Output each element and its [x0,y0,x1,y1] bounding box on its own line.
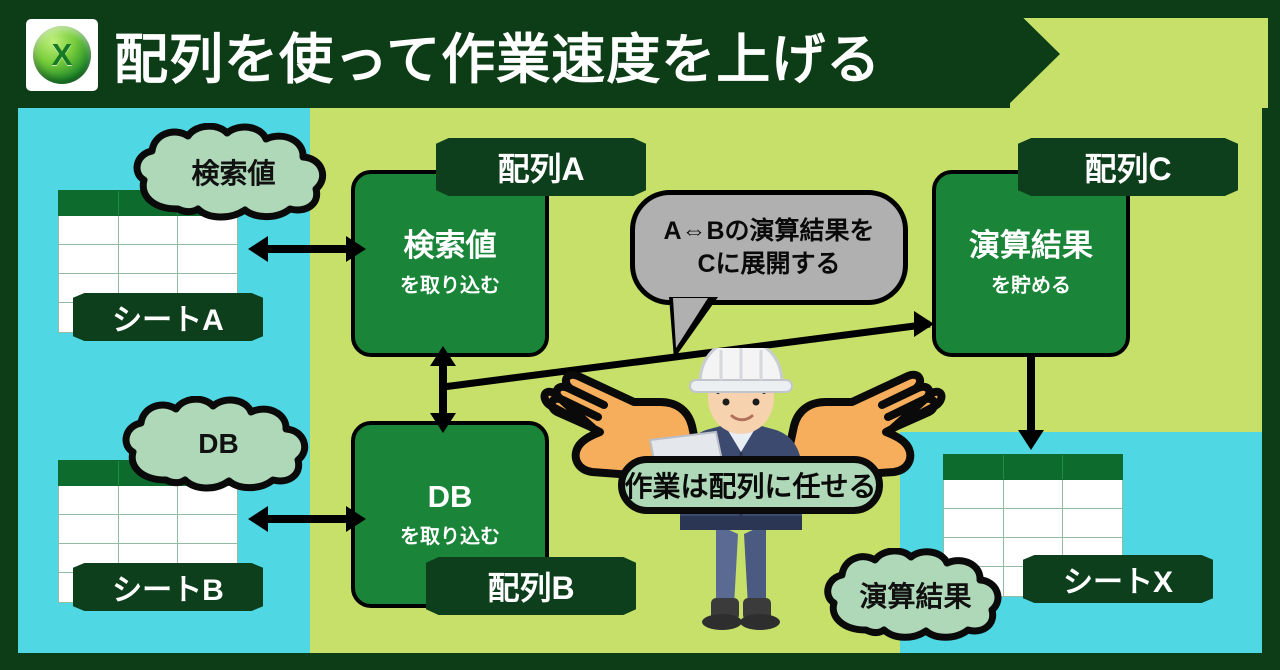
cloud-db: DB [116,395,321,492]
array-b-label: 配列B [426,557,636,615]
worker-legs [702,524,780,630]
bubble-operation: A⇔Bの演算結果を Cに展開する [630,190,908,359]
diagram-canvas: シートA 検索値 DB シートB [18,108,1262,653]
array-b-subtitle: を取り込む [400,525,500,548]
bubble-operation-line2: Cに展開する [697,249,841,278]
header-accent-wedge [1010,18,1268,108]
cloud-search-value: 検索値 [126,122,341,221]
sheet-x-header-row [943,454,1123,480]
bubble-delegate: 作業は配列に任せる [618,456,883,514]
pointing-hand-right-icon [783,370,946,482]
array-c-subtitle: を貯める [991,274,1071,297]
cloud-result: 演算結果 [818,547,1013,642]
cloud-search-value-label: 検索値 [191,158,276,189]
sheet-a-label: シートA [73,293,263,341]
worker-illustration [540,348,946,630]
header-banner [0,0,1060,108]
array-c-box: 演算結果 を貯める [932,170,1130,357]
excel-logo: X [26,19,98,91]
array-a-title: 検索値 [403,228,497,264]
bubble-operation-line1: A⇔Bの演算結果を [663,217,875,245]
sheet-x-label: シートX [1023,555,1213,603]
array-a-box: 検索値 を取り込む [351,170,549,357]
cloud-shape-icon [122,395,309,492]
array-a-subtitle: を取り込む [400,274,500,297]
cloud-shape-icon [824,547,1002,641]
header: X 配列を使って作業速度を上げる [0,0,1280,108]
sheet-b-label: シートB [73,563,263,611]
cloud-result-label: 演算結果 [859,581,972,612]
hard-hat-icon [689,348,793,393]
cloud-shape-icon [133,122,327,221]
array-a-label: 配列A [436,138,646,196]
array-c-title: 演算結果 [969,228,1093,264]
excel-logo-glyph: X [33,26,91,84]
page-title: 配列を使って作業速度を上げる [114,29,882,90]
array-c-label: 配列C [1018,138,1238,196]
cloud-db-label: DB [198,428,239,459]
bubble-operation-tail-inner [673,298,708,348]
array-b-title: DB [427,479,473,515]
